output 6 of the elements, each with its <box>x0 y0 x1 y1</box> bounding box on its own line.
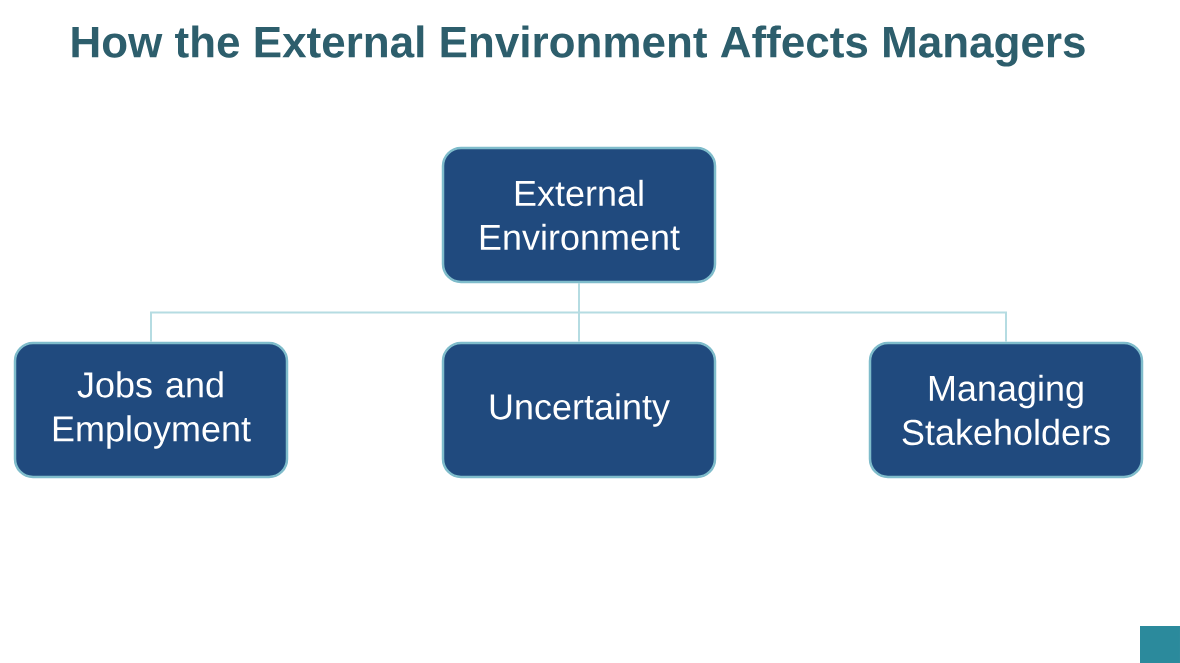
title: How the External Environment Affects Managers <box>72 25 1085 67</box>
connector-line <box>578 282 1007 343</box>
process-box: Managing Stakeholders <box>868 341 1144 479</box>
process-box: Jobs and Employment <box>13 341 289 479</box>
process-box: External Environment <box>441 146 717 284</box>
process-box: Uncertainty <box>441 341 717 479</box>
